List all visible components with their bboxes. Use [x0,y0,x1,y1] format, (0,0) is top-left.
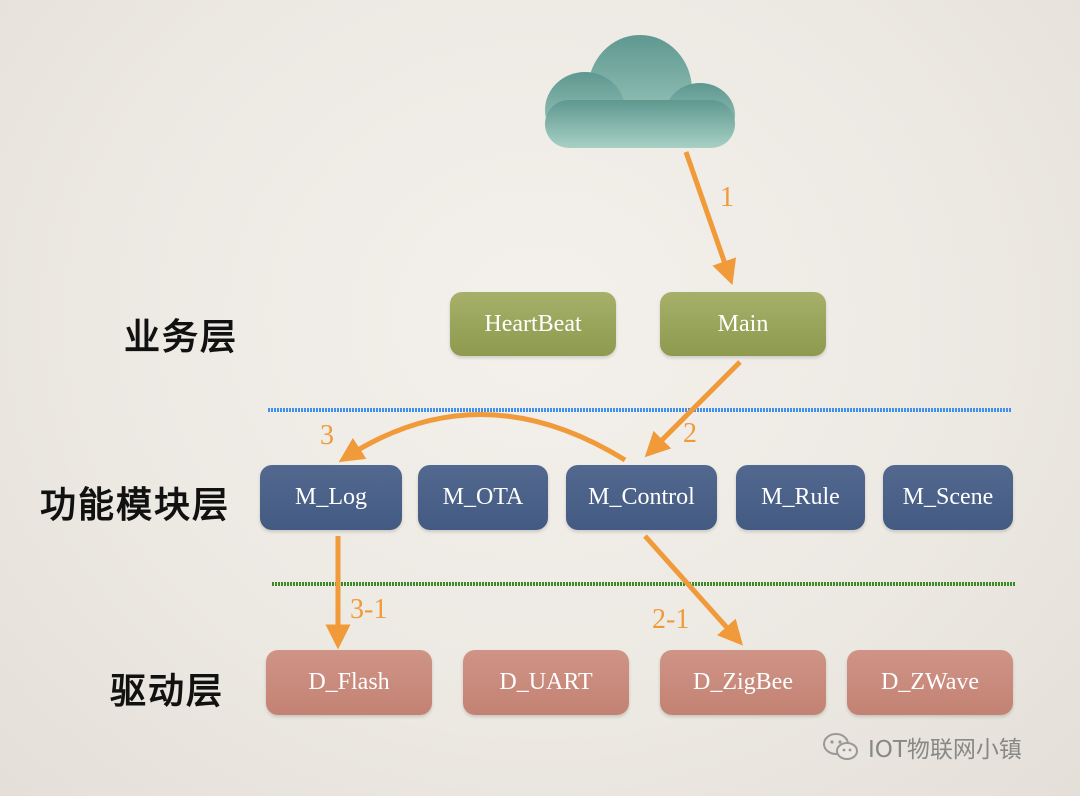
watermark: IOT物联网小镇 [822,730,1022,764]
arrow-label-2: 2 [683,418,697,449]
box-m-log: M_Log [260,465,402,530]
box-main: Main [660,292,826,356]
box-m-rule: M_Rule [736,465,865,530]
arrow-2-1 [643,534,743,646]
arrow-3 [338,412,627,463]
arrow-1 [683,151,737,286]
box-d-uart: D_UART [463,650,629,715]
box-m-scene: M_Scene [883,465,1013,530]
arrow-label-1: 1 [720,182,734,213]
box-m-control: M_Control [566,465,717,530]
cloud-icon [545,35,735,148]
watermark-text: IOT物联网小镇 [868,737,1022,763]
arrow-label-3-1: 3-1 [350,594,388,625]
wechat-icon [822,732,860,762]
box-d-zwave: D_ZWave [847,650,1013,715]
arrow-label-3: 3 [320,420,334,451]
arrow-label-2-1: 2-1 [652,604,690,635]
box-d-flash: D_Flash [266,650,432,715]
box-d-zigbee: D_ZigBee [660,650,826,715]
layer-label-business: 业务层 [124,317,239,358]
box-heartbeat: HeartBeat [450,292,616,356]
box-m-ota: M_OTA [418,465,548,530]
layer-label-driver: 驱动层 [110,671,225,712]
arrow-2 [644,360,742,458]
layer-label-module: 功能模块层 [40,485,231,526]
